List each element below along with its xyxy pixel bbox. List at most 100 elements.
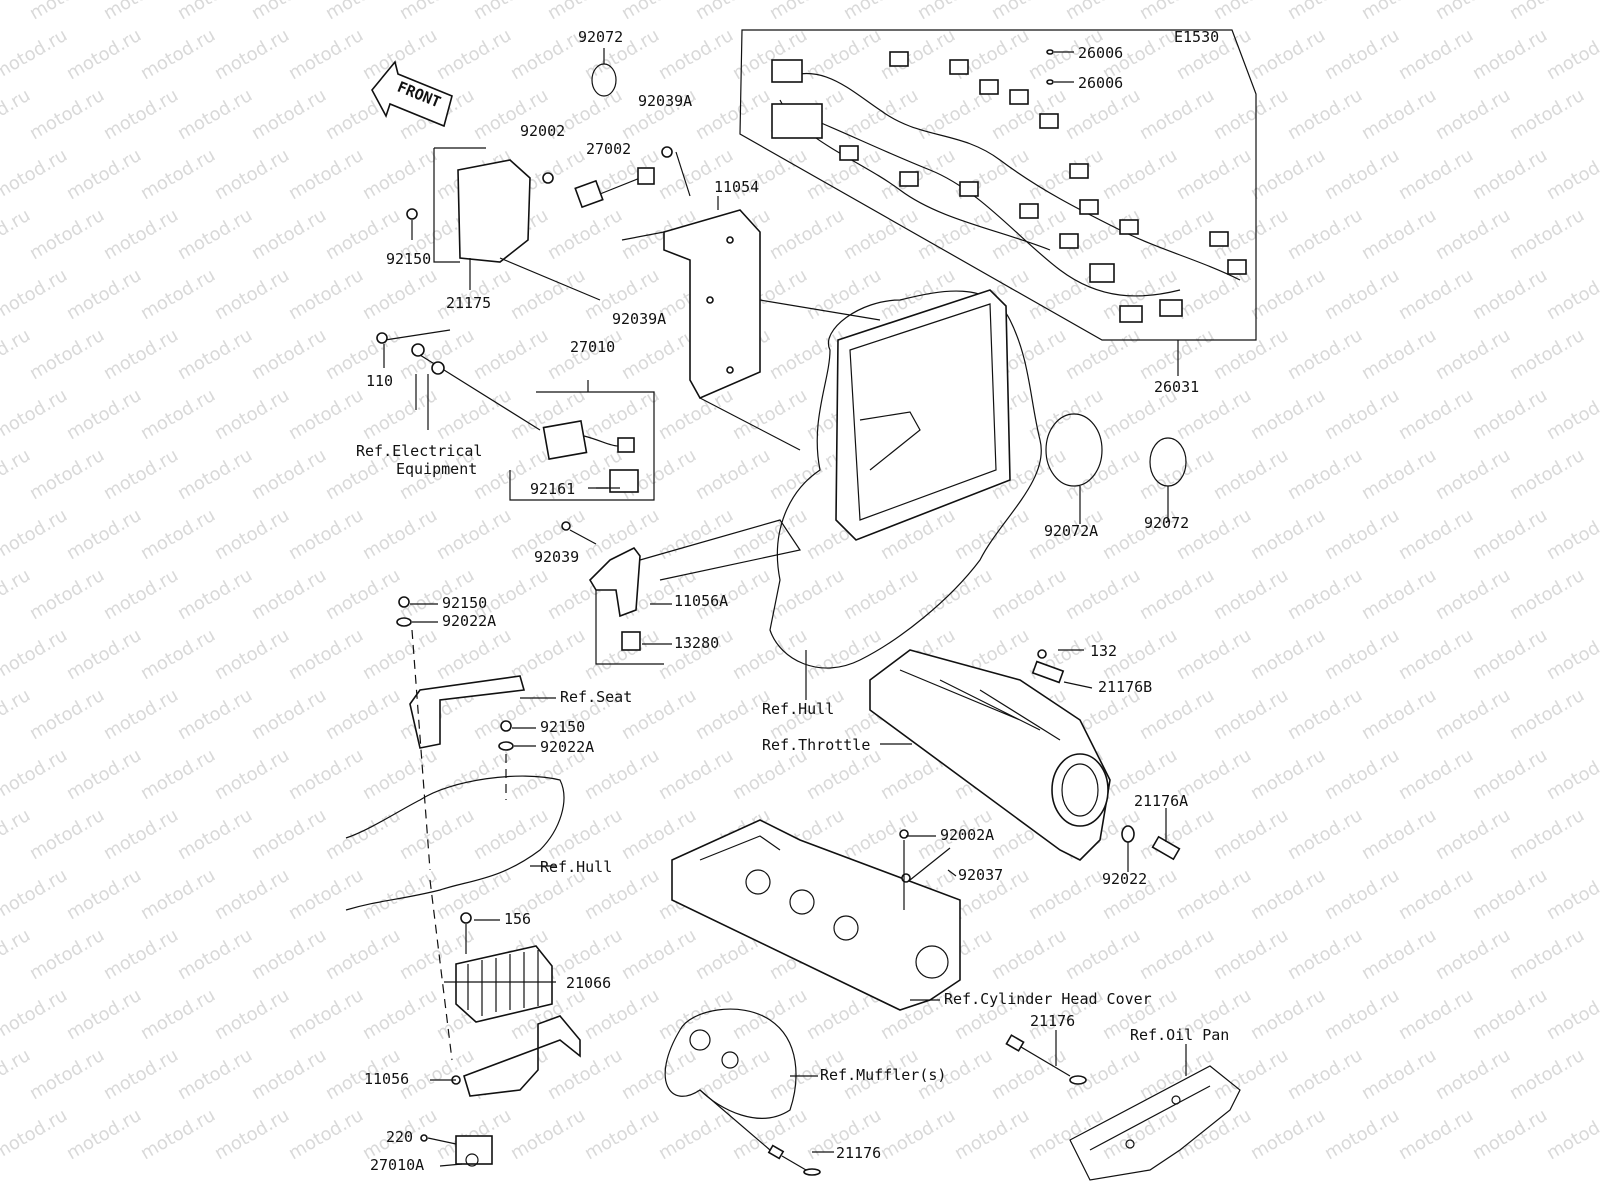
clamps: [591, 48, 1187, 524]
watermark-text: motod.ru: [100, 925, 182, 984]
watermark-text: motod.ru: [396, 805, 478, 864]
ref-electrical-line2: Equipment: [396, 460, 477, 478]
ecu-module: [406, 147, 601, 301]
watermark-text: motod.ru: [1358, 805, 1440, 864]
watermark-text: motod.ru: [174, 205, 256, 264]
ref-throttle: Ref.Throttle: [762, 736, 870, 754]
watermark-text: motod.ru: [26, 925, 108, 984]
watermark-text: motod.ru: [1321, 865, 1403, 924]
callout-27002: 27002: [586, 140, 631, 158]
watermark-text: motod.ru: [729, 1105, 811, 1164]
watermark-text: motod.ru: [1062, 925, 1144, 984]
callout-92022: 92022: [1102, 870, 1147, 888]
watermark-text: motod.ru: [1506, 685, 1588, 744]
watermark-text: motod.ru: [1543, 985, 1600, 1044]
bracket-11054: [621, 196, 881, 451]
watermark-text: motod.ru: [248, 805, 330, 864]
watermark-text: motod.ru: [544, 1045, 626, 1104]
watermark-text: motod.ru: [100, 205, 182, 264]
watermark-text: motod.ru: [1099, 1105, 1181, 1164]
watermark-text: motod.ru: [1469, 745, 1551, 804]
watermark-text: motod.ru: [1358, 1045, 1440, 1104]
watermark-text: motod.ru: [692, 1045, 774, 1104]
watermark-text: motod.ru: [1210, 685, 1292, 744]
callout-92002: 92002: [520, 122, 565, 140]
watermark-text: motod.ru: [951, 1105, 1033, 1164]
watermark-text: motod.ru: [174, 85, 256, 144]
watermark-text: motod.ru: [1284, 685, 1366, 744]
watermark-text: motod.ru: [1210, 325, 1292, 384]
watermark-text: motod.ru: [0, 385, 71, 444]
watermark-text: motod.ru: [26, 325, 108, 384]
wiring-harness-group: [739, 29, 1257, 376]
watermark-text: motod.ru: [803, 265, 885, 324]
watermark-text: motod.ru: [1469, 865, 1551, 924]
callout-92150-b: 92150: [540, 718, 585, 736]
watermark-text: motod.ru: [1173, 625, 1255, 684]
watermark-text: motod.ru: [0, 145, 71, 204]
watermark-text: motod.ru: [1210, 0, 1292, 24]
watermark-text: motod.ru: [1506, 85, 1588, 144]
watermark-text: motod.ru: [581, 385, 663, 444]
watermark-text: motod.ru: [1321, 265, 1403, 324]
watermark-text: motod.ru: [1247, 385, 1329, 444]
callout-92072-top: 92072: [578, 28, 623, 46]
watermark-text: motod.ru: [174, 0, 256, 24]
watermark-text: motod.ru: [692, 85, 774, 144]
watermark-text: motod.ru: [1173, 145, 1255, 204]
watermark-text: motod.ru: [137, 145, 219, 204]
watermark-text: motod.ru: [1358, 925, 1440, 984]
ref-hull-mid: Ref.Hull: [762, 700, 834, 718]
watermark-text: motod.ru: [1321, 145, 1403, 204]
watermark-text: motod.ru: [174, 325, 256, 384]
watermark-text: motod.ru: [803, 625, 885, 684]
watermark-text: motod.ru: [26, 0, 108, 24]
watermark-text: motod.ru: [470, 805, 552, 864]
watermark-text: motod.ru: [1321, 25, 1403, 84]
watermark-text: motod.ru: [1210, 85, 1292, 144]
watermark-text: motod.ru: [1543, 505, 1600, 564]
watermark-text: motod.ru: [285, 985, 367, 1044]
callout-11054: 11054: [714, 178, 759, 196]
watermark-text: motod.ru: [63, 265, 145, 324]
callout-92022a-b: 92022A: [540, 738, 594, 756]
watermark-text: motod.ru: [174, 685, 256, 744]
watermark-text: motod.ru: [211, 25, 293, 84]
regulator-assembly: [420, 912, 581, 1167]
watermark-text: motod.ru: [211, 625, 293, 684]
watermark-text: motod.ru: [951, 505, 1033, 564]
watermark-text: motod.ru: [1210, 565, 1292, 624]
watermark-text: motod.ru: [544, 205, 626, 264]
watermark-text: motod.ru: [1506, 0, 1588, 24]
watermark-text: motod.ru: [1395, 1105, 1477, 1164]
watermark-text: motod.ru: [211, 745, 293, 804]
watermark-text: motod.ru: [544, 805, 626, 864]
watermark-text: motod.ru: [1543, 385, 1600, 444]
watermark-text: motod.ru: [1284, 925, 1366, 984]
watermark-text: motod.ru: [1432, 445, 1514, 504]
watermark-text: motod.ru: [1432, 205, 1514, 264]
watermark-text: motod.ru: [1210, 925, 1292, 984]
watermark-text: motod.ru: [211, 1105, 293, 1164]
watermark-text: motod.ru: [63, 745, 145, 804]
watermark-text: motod.ru: [26, 1045, 108, 1104]
watermark-text: motod.ru: [1284, 205, 1366, 264]
watermark-text: motod.ru: [1210, 445, 1292, 504]
watermark-text: motod.ru: [1469, 265, 1551, 324]
watermark-text: motod.ru: [729, 385, 811, 444]
watermark-text: motod.ru: [581, 1105, 663, 1164]
watermark-text: motod.ru: [26, 565, 108, 624]
watermark-text: motod.ru: [655, 1105, 737, 1164]
watermark-text: motod.ru: [248, 565, 330, 624]
watermark-text: motod.ru: [26, 805, 108, 864]
watermark-text: motod.ru: [1358, 565, 1440, 624]
ref-oil-pan: Ref.Oil Pan: [1130, 1026, 1229, 1044]
watermark-text: motod.ru: [0, 865, 71, 924]
watermark-text: motod.ru: [1395, 625, 1477, 684]
front-arrow: FRONT: [371, 60, 453, 128]
watermark-text: motod.ru: [951, 25, 1033, 84]
callout-21176-top: 21176: [1030, 1012, 1075, 1030]
watermark-text: motod.ru: [433, 385, 515, 444]
watermark-text: motod.ru: [285, 625, 367, 684]
watermark-text: motod.ru: [1321, 385, 1403, 444]
